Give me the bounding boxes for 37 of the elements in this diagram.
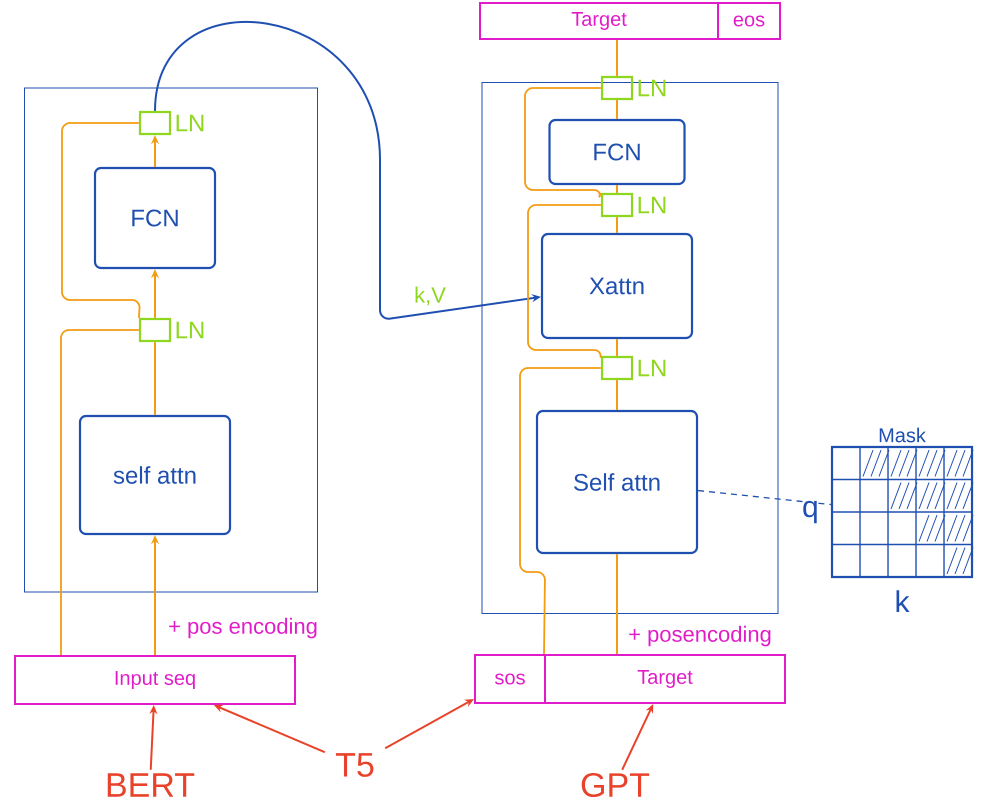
layer-norm-box: LN [600,76,666,100]
node-label: LN [638,360,666,376]
node-label: LN [638,80,666,96]
sequence-box: Input seq [14,655,296,705]
layer-box: FCN [94,166,216,270]
node-label: LN [176,322,204,338]
node-label: Mask [880,428,926,442]
dashed-connector [698,490,831,506]
edge-label: + posencoding [627,624,773,648]
layer-box: FCN [548,118,686,186]
sequence-box: Target [544,654,786,704]
layer-frame [24,88,318,592]
node-label: LN [638,196,666,214]
layer-box: self attn [78,414,232,536]
layer-norm-box: LN [600,192,666,218]
residual-connection [61,122,140,318]
sequence-box: sos [474,654,546,704]
layer-norm-box: LN [600,356,666,380]
model-name: T5 [336,753,374,777]
edge-label: k,V [413,286,447,306]
residual-connection [60,329,139,655]
layer-box: Xattn [540,232,694,340]
mask-grid: Mask q k [803,428,974,612]
layer-norm-box: LN [138,318,204,342]
model-name: GPT [582,772,650,798]
node-label: k [896,590,910,612]
sequence-box: Target [479,2,720,40]
layer-box: Self attn [536,410,698,554]
sequence-box: eos [717,2,782,40]
layer-norm-box: LN [138,110,204,136]
node-label: q [803,500,817,524]
model-name: BERT [108,773,194,797]
node-label: LN [176,114,204,132]
edge-label: + pos encoding [167,616,319,640]
residual-connection [524,87,602,198]
residual-connection [527,204,602,359]
residual-connection [519,367,601,654]
